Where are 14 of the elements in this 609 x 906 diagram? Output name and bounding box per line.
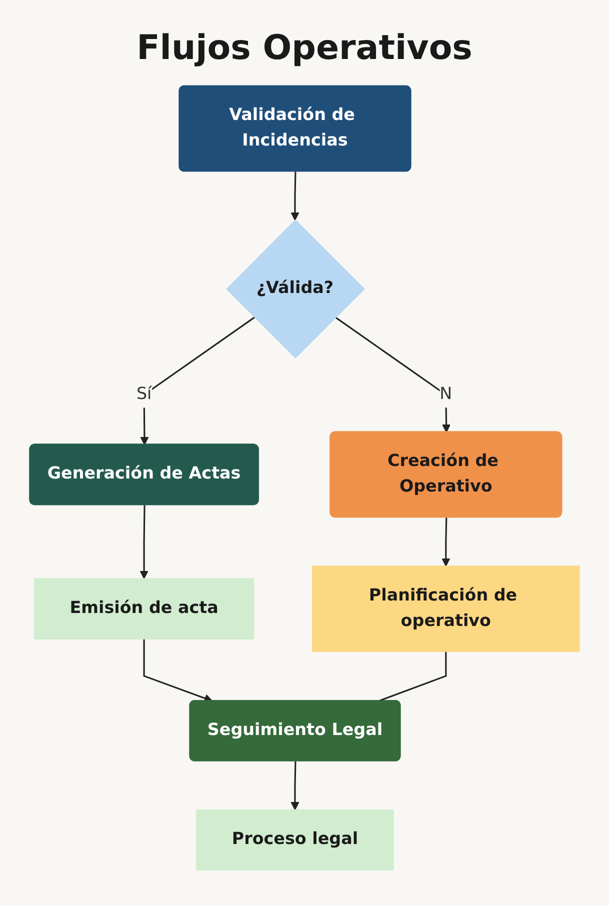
diagram-title: Flujos Operativos bbox=[136, 28, 474, 68]
arrow bbox=[334, 316, 451, 433]
arrow bbox=[143, 638, 213, 702]
node-box: Proceso legal bbox=[196, 809, 394, 871]
connector bbox=[378, 651, 447, 702]
arrow bbox=[290, 172, 300, 221]
arrow bbox=[140, 505, 148, 580]
arrow bbox=[290, 761, 300, 810]
arrow bbox=[442, 518, 450, 567]
node-box: Planificación de operativo bbox=[312, 566, 580, 652]
arrow bbox=[140, 316, 255, 446]
node-box: Emisión de acta bbox=[34, 578, 254, 640]
node-diamond: ¿Válida? bbox=[226, 220, 365, 358]
edge-label: N bbox=[440, 384, 452, 404]
